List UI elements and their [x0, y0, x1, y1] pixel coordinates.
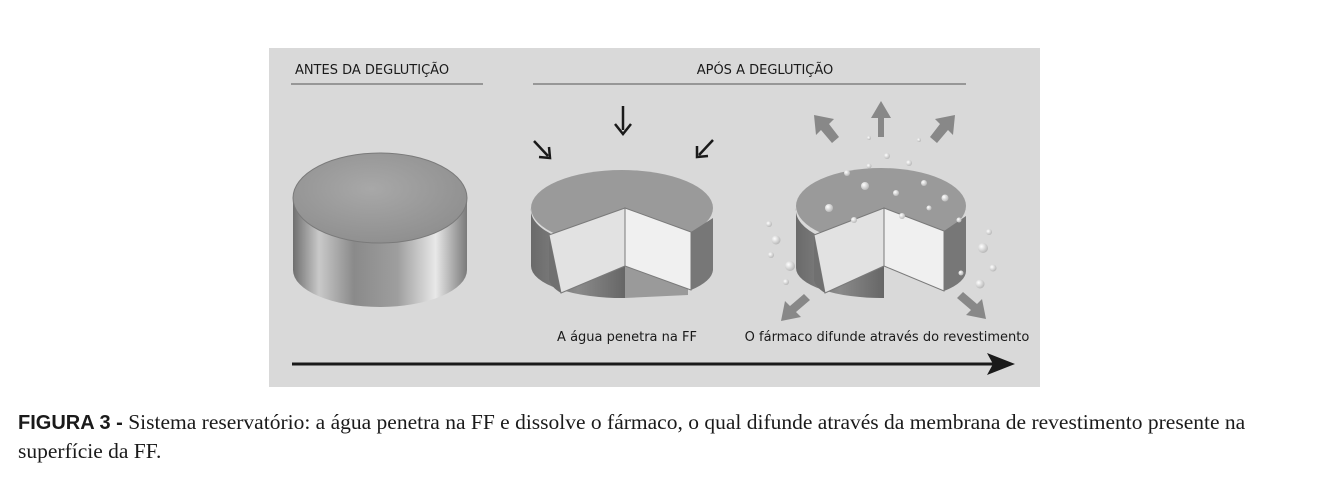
intact-tablet [292, 152, 468, 307]
label-drug-diffuses: O fármaco difunde através do revestiment… [745, 330, 1030, 345]
timeline-arrow-icon [292, 353, 1015, 375]
heading-after-swallowing: APÓS A DEGLUTIÇÃO [697, 62, 834, 78]
cut-tablet-water [530, 170, 713, 299]
arrow-down-right-icon [533, 140, 552, 160]
arrow-down-icon [614, 106, 632, 137]
figure-caption: FIGURA 3 - Sistema reservatório: a água … [18, 408, 1308, 465]
arrow-down-left-icon [695, 139, 714, 159]
caption-text: Sistema reservatório: a água penetra na … [18, 410, 1246, 463]
drug-particles [766, 136, 997, 289]
label-water-penetrates: A água penetra na FF [557, 330, 697, 345]
diffusion-arrow-icon [781, 101, 986, 321]
cut-tablet-diffusion [795, 168, 967, 299]
heading-before-swallowing: ANTES DA DEGLUTIÇÃO [295, 62, 449, 78]
caption-label: FIGURA 3 - [18, 412, 123, 434]
figure-panel: ANTES DA DEGLUTIÇÃO APÓS A DEGLUTIÇÃO [269, 48, 1040, 387]
